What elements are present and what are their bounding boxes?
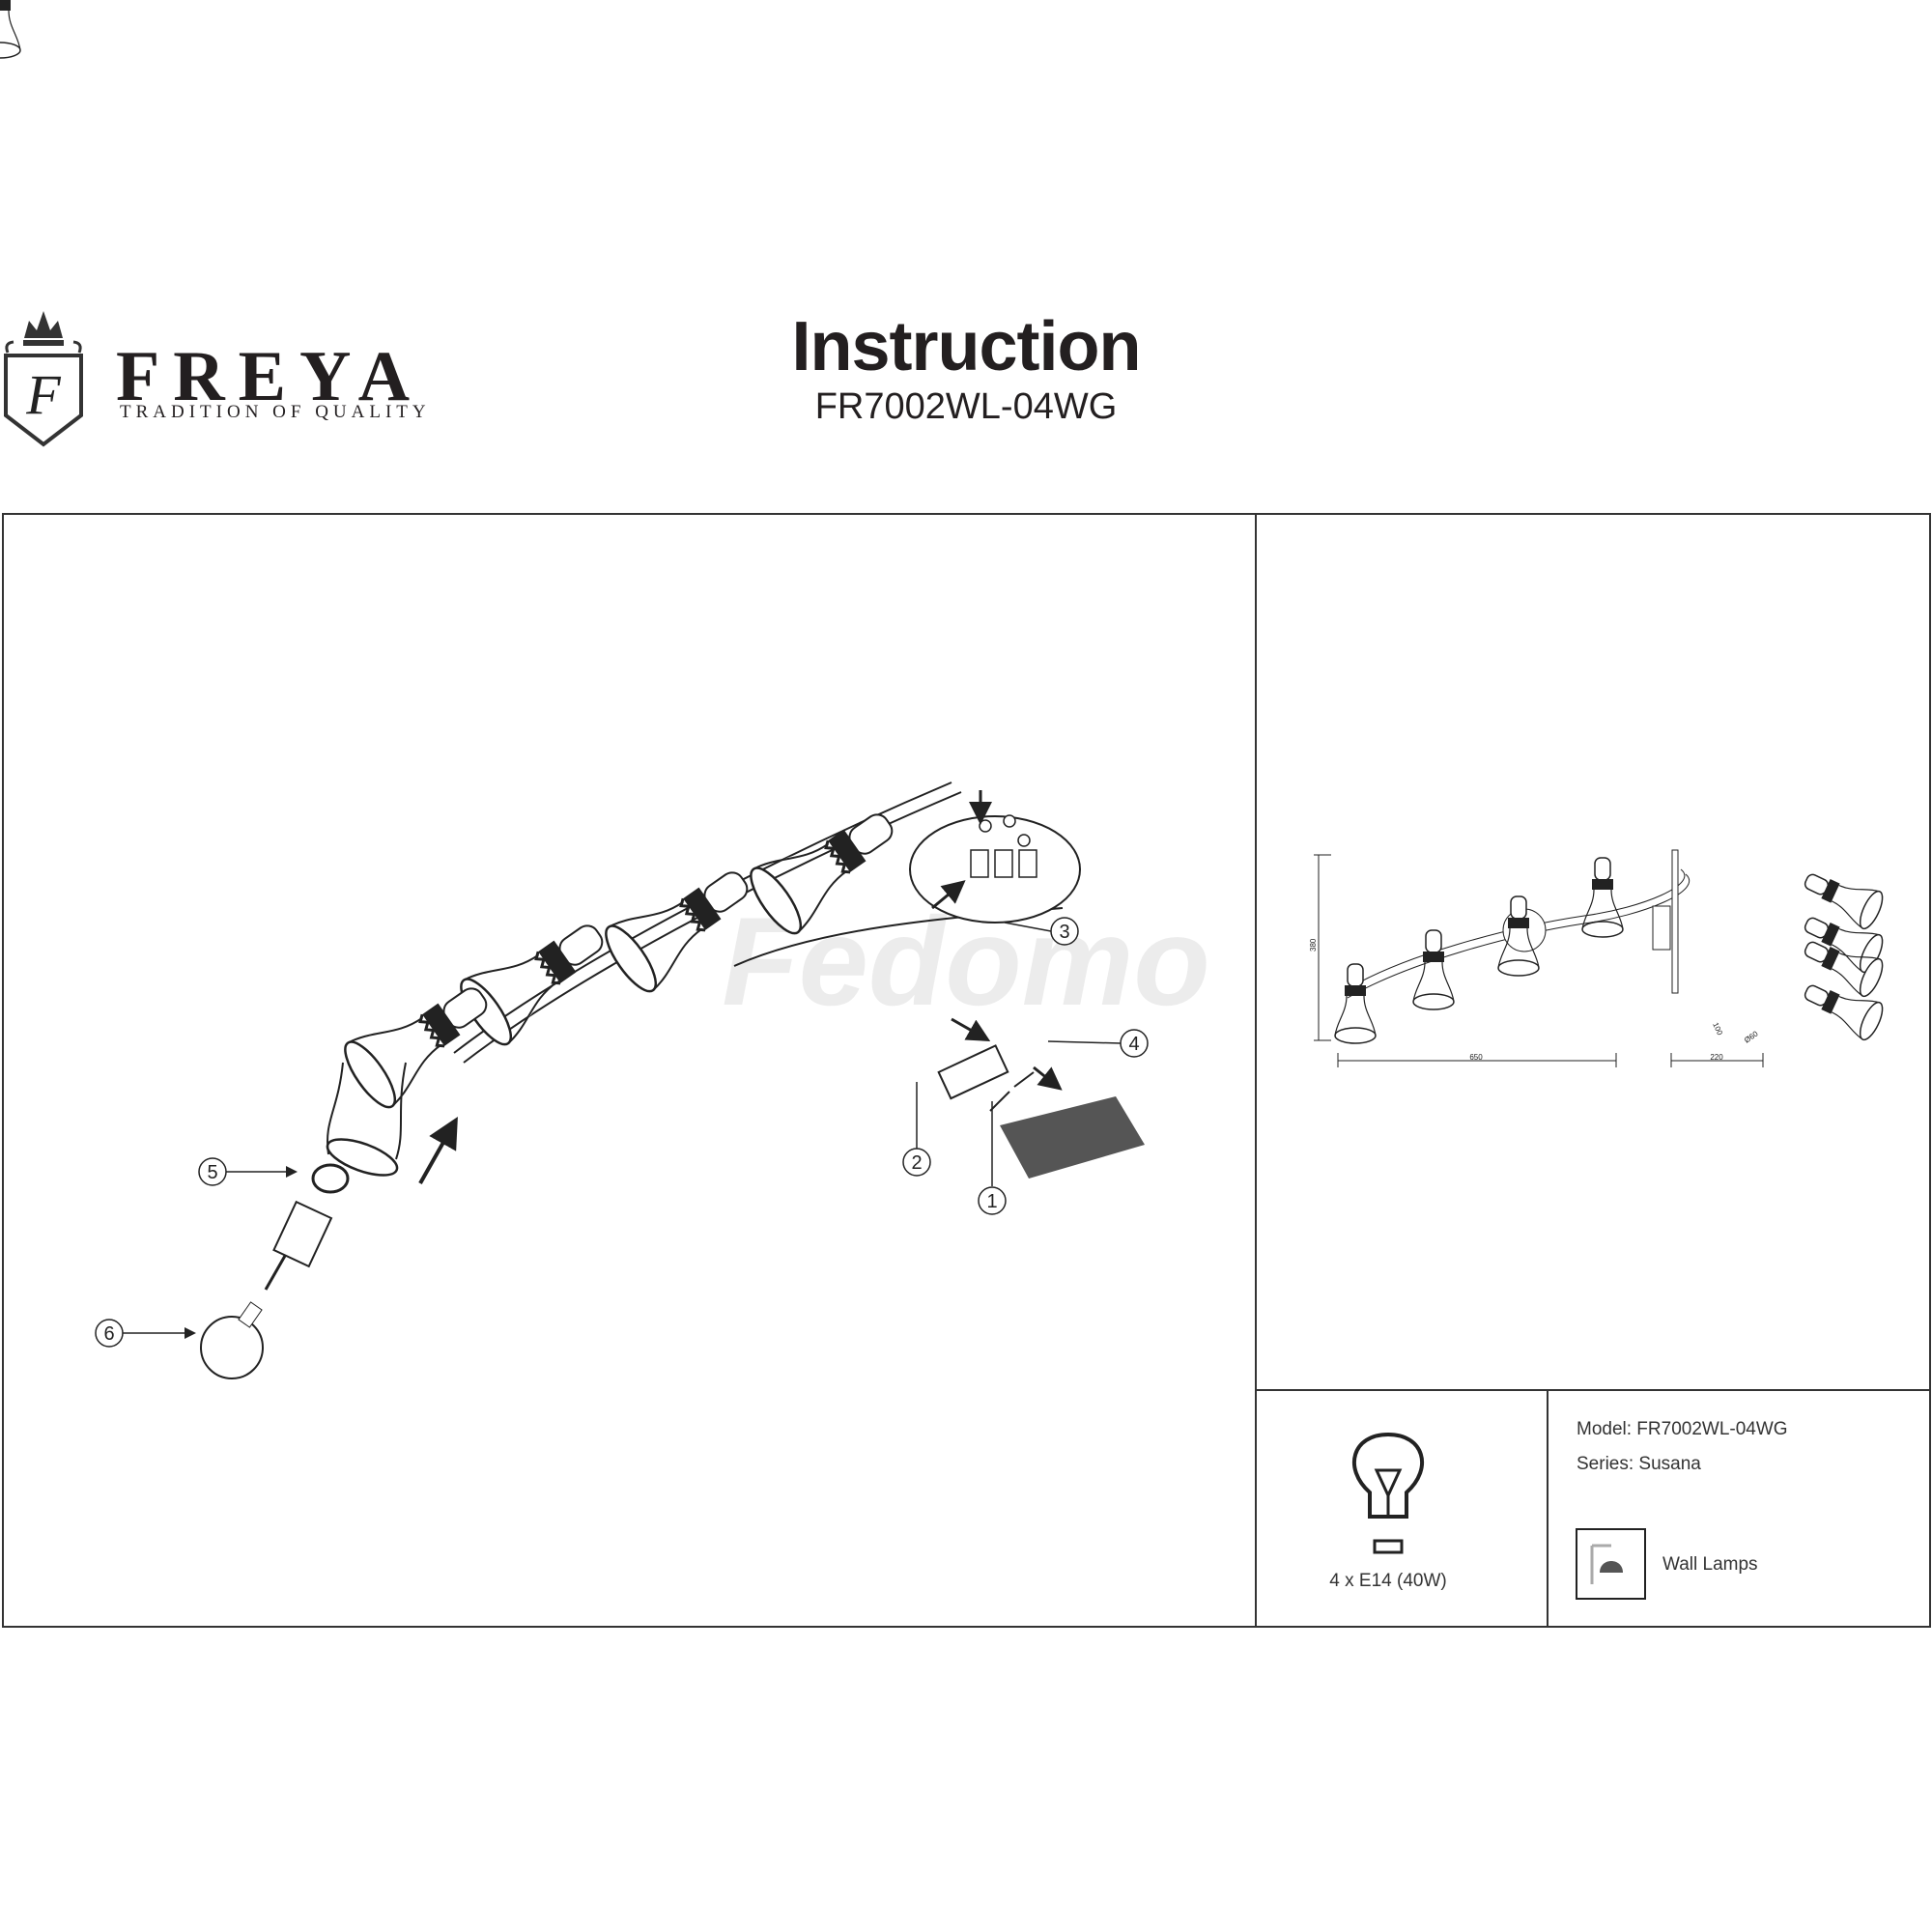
wall-lamp-icon (1576, 1528, 1646, 1600)
model-label: Model: FR7002WL-04WG (1577, 1419, 1788, 1439)
svg-text:F: F (25, 363, 61, 426)
callout-5: 5 (207, 1162, 217, 1183)
category-label: Wall Lamps (1662, 1554, 1758, 1575)
callout-2: 2 (911, 1152, 922, 1174)
page-title: Instruction (791, 308, 1142, 385)
model-code: FR7002WL-04WG (814, 386, 1118, 427)
dim-height: 380 (1309, 938, 1318, 952)
callout-4: 4 (1128, 1034, 1139, 1055)
bulb-icon (1352, 1432, 1424, 1554)
callout-3: 3 (1059, 922, 1069, 943)
dim-shade-length: 100 (1711, 1021, 1724, 1037)
brand-name: FREYA (116, 337, 424, 416)
bulb-spec: 4 x E14 (40W) (1329, 1571, 1447, 1591)
brand-tagline: TRADITION OF QUALITY (120, 402, 431, 422)
side-view-drawing: 220 100 Ø60 (1652, 849, 1889, 1067)
callout-6: 6 (103, 1323, 114, 1345)
assembly-diagram: 1 2 3 4 5 6 (95, 781, 1149, 1379)
bulb-drawing (200, 1316, 264, 1379)
dim-depth: 220 (1710, 1053, 1723, 1062)
series-label: Series: Susana (1577, 1454, 1701, 1474)
freya-crest-logo: F (4, 311, 83, 447)
frame-border (2, 513, 1931, 1628)
callout-1: 1 (986, 1191, 997, 1212)
dim-width: 650 (1469, 1053, 1483, 1062)
dim-shade-diameter: Ø60 (1743, 1029, 1760, 1044)
front-view-drawing: 380 650 (0, 0, 1690, 1067)
